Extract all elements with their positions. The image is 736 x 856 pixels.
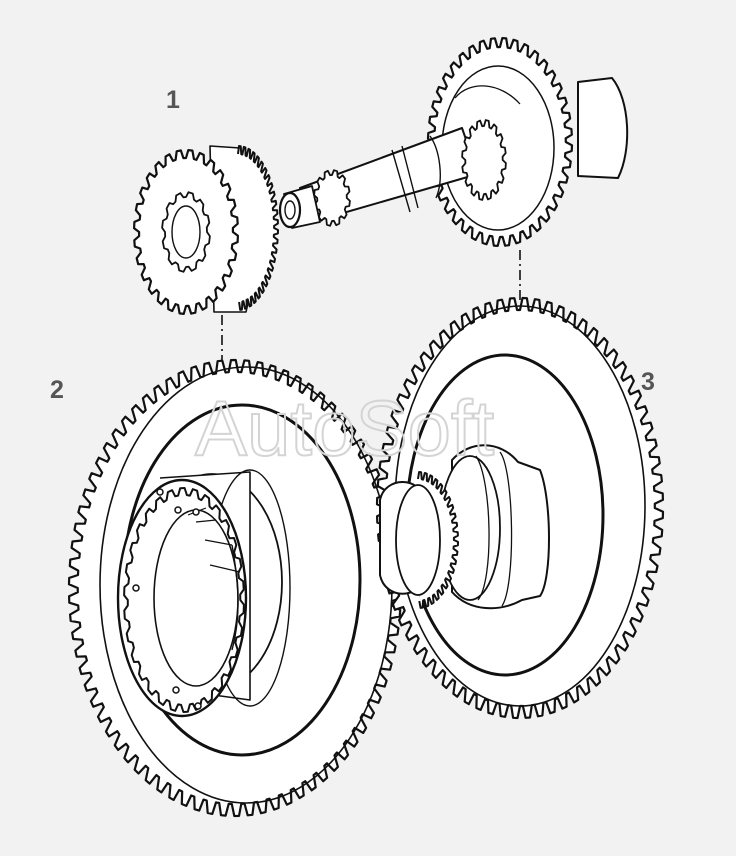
- callout-2: 2: [50, 376, 64, 404]
- callout-1: 1: [166, 86, 180, 114]
- small-gear-rear-teeth: [237, 145, 279, 311]
- callout-3: 3: [641, 368, 655, 396]
- shaft-spline-section: [461, 119, 507, 201]
- shaft-front-spline: [313, 169, 351, 227]
- large-gear-right: [375, 296, 665, 720]
- small-gear: [133, 145, 279, 315]
- input-shaft-assembly: [278, 37, 629, 247]
- large-gear-left: [67, 358, 403, 818]
- autosoft-watermark: AutoSoft: [195, 384, 495, 472]
- assembly-alignment-lines: [221, 250, 521, 360]
